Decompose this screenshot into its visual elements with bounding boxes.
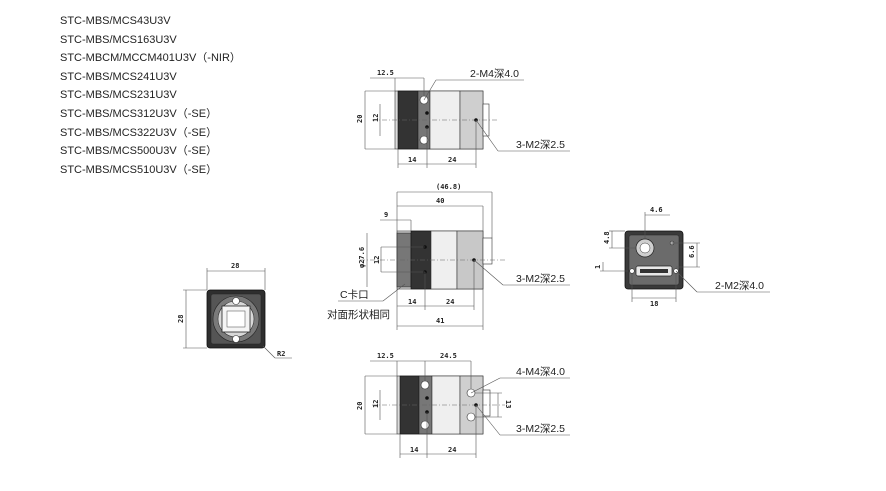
model-item: STC-MBS/MCS500U3V（-SE）	[60, 145, 218, 158]
dim-label: 20	[356, 115, 364, 123]
model-item: STC-MBCM/MCCM401U3V（-NIR）	[60, 52, 241, 65]
bottom-screw-hole	[420, 380, 430, 390]
side-connector	[482, 237, 493, 265]
front-screw-hole	[232, 297, 240, 305]
dim-label: 12	[372, 400, 380, 408]
callout-side: 3-M2深2.5	[516, 423, 565, 435]
dim-label: 12.5	[377, 352, 394, 360]
model-item: STC-MBS/MCS43U3V	[60, 15, 171, 27]
bottom-view: 12.5 24.5 20 12 13 14 24 4-M4深4.0 3-M2深2…	[356, 352, 570, 458]
model-item: STC-MBS/MCS163U3V	[60, 33, 177, 46]
dim-label: 28	[231, 262, 239, 270]
dim-label: 24	[448, 156, 456, 164]
bottom-screw-hole	[420, 420, 430, 430]
dim-label: 1	[594, 265, 602, 269]
model-item: STC-MBS/MCS322U3V（-SE）	[60, 126, 218, 139]
dim-label: (46.8)	[436, 183, 461, 191]
label-opposite-same: 对面形状相同	[327, 308, 390, 321]
leader-line	[470, 377, 501, 394]
top-m2-hole	[425, 111, 429, 115]
dim-label: φ27.6	[358, 247, 366, 268]
dim-label: 13	[504, 400, 512, 408]
rear-usb-socket	[640, 269, 668, 273]
callout-side: 3-M2深2.5	[516, 273, 565, 285]
dim-label: 24	[448, 446, 456, 454]
callout-mount: 2-M2深4.0	[715, 280, 764, 292]
dim-label: 12	[373, 256, 381, 264]
front-sensor-active	[226, 310, 246, 328]
model-item: STC-MBS/MCS241U3V	[60, 70, 177, 83]
dim-label: 24.5	[440, 352, 457, 360]
rear-view: 4.6 4.8 1 6.6 18 2-M2深4.0	[594, 206, 770, 308]
leader-line	[675, 270, 698, 293]
front-view: 28 28 R2	[177, 262, 292, 359]
model-list: STC-MBS/MCS43U3V STC-MBS/MCS163U3V STC-M…	[60, 12, 241, 179]
callout-mount: 4-M4深4.0	[516, 366, 565, 378]
model-item: STC-MBS/MCS231U3V	[60, 89, 177, 102]
leader-line	[262, 345, 276, 359]
top-view: 12.5 20 12 14 24 2-M4深4.0 3-M2深2.5	[356, 68, 570, 168]
dim-label: 9	[384, 211, 388, 219]
bottom-screw-hole	[466, 412, 476, 422]
dim-label: 24	[446, 298, 454, 306]
bottom-m2-hole	[425, 396, 429, 400]
leader-line	[423, 79, 437, 101]
model-item: STC-MBS/MCS510U3V（-SE）	[60, 163, 218, 176]
dim-label: 4.8	[603, 231, 611, 244]
front-sensor	[221, 305, 251, 333]
leader-line	[475, 119, 499, 152]
dim-label: 28	[177, 315, 185, 323]
side-view: (46.8) 40 9 φ27.6 12 14 24 41 3-M2深2.5 C…	[327, 183, 570, 330]
dim-label: 14	[410, 446, 418, 454]
model-item: STC-MBS/MCS312U3V（-SE）	[60, 107, 218, 120]
callout-mount: 2-M4深4.0	[470, 68, 519, 80]
front-screw-hole	[232, 335, 240, 343]
dim-label: 4.6	[650, 206, 663, 214]
callout-side: 3-M2深2.5	[516, 139, 565, 151]
bottom-connector	[482, 389, 491, 417]
dim-label: 14	[408, 298, 416, 306]
dim-label: 18	[650, 300, 658, 308]
dim-label: 6.6	[688, 245, 696, 258]
rear-m2-hole	[629, 268, 635, 274]
dim-label: R2	[277, 350, 285, 358]
rear-io-pins	[639, 242, 651, 254]
dim-label: 40	[436, 197, 444, 205]
dim-label: 12	[372, 114, 380, 122]
leader-line	[473, 259, 504, 286]
dim-label: 41	[436, 317, 444, 325]
leader-line	[382, 283, 406, 302]
label-cmount: C卡口	[340, 288, 369, 301]
top-screw-hole	[419, 135, 429, 145]
dim-label: 12.5	[377, 69, 394, 77]
dim-label: 20	[356, 402, 364, 410]
dim-label: 14	[408, 156, 416, 164]
leader-line	[475, 404, 501, 436]
